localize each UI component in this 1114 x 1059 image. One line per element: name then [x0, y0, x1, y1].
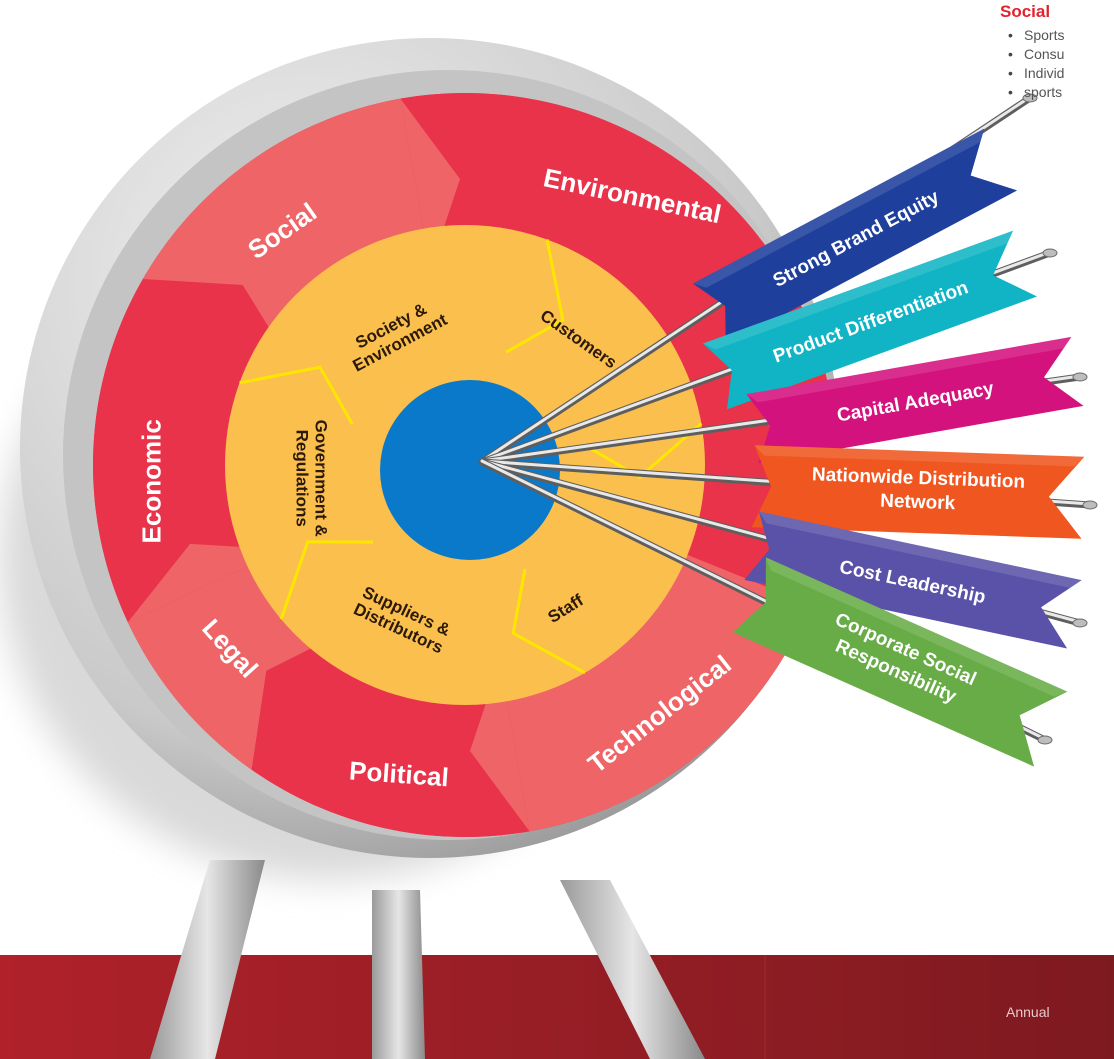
arrow-banner — [692, 128, 1018, 346]
top-note: Social Sports Consu Individ sports — [990, 2, 1114, 102]
outer-segment-technological — [499, 539, 810, 832]
inner-ring-divider — [511, 568, 586, 675]
outer-segment-arrowhead — [469, 661, 530, 832]
outer-segment-arrowhead — [142, 279, 292, 365]
footer-text: Annual — [1006, 1004, 1050, 1020]
bullseye — [380, 380, 560, 560]
target-leg-right — [560, 880, 705, 1059]
arrow-banner-highlight — [692, 128, 985, 288]
arrow-banner-highlight — [746, 336, 1072, 403]
arrow-banner-highlight — [702, 230, 1014, 350]
arrow-banner — [746, 336, 1084, 464]
target-leg-left — [150, 860, 265, 1059]
inner-ring-divider — [582, 422, 703, 480]
strategy-arrow: Cost Leadership — [744, 511, 1082, 649]
outer-segment-arrowhead — [127, 543, 284, 623]
arrow-nock — [1037, 735, 1053, 745]
arrow-banner-highlight — [758, 511, 1082, 588]
outer-segment-label: Political — [348, 755, 450, 792]
inner-ring-divider — [505, 239, 565, 354]
strategy-arrow: Nationwide DistributionNetwork — [751, 445, 1085, 539]
outer-segment-arrowhead — [251, 628, 351, 770]
arrow-nock — [1082, 500, 1098, 510]
top-note-heading: Social — [1000, 2, 1051, 21]
inner-ring-divider — [239, 365, 354, 425]
top-note-item: Individ — [1008, 64, 1114, 83]
outer-segment-arrowhead — [400, 98, 461, 269]
top-note-item: sports — [1008, 83, 1114, 102]
arrow-nock — [1072, 618, 1088, 628]
target-leg-center — [372, 890, 425, 1059]
arrow-banner — [744, 511, 1082, 649]
top-note-item: Consu — [1008, 45, 1114, 64]
top-note-item: Sports — [1008, 26, 1114, 45]
inner-ring-divider — [279, 540, 374, 620]
arrow-banner-highlight — [754, 445, 1085, 467]
arrow-banner — [751, 445, 1085, 539]
arrow-nock — [1042, 248, 1058, 258]
arrow-banner — [702, 230, 1038, 410]
arrow-nock — [1072, 372, 1088, 382]
strategy-arrow: Capital Adequacy — [746, 336, 1084, 464]
arrow-banner — [732, 557, 1068, 767]
arrow-banner-highlight — [765, 557, 1068, 697]
top-note-list: Sports Consu Individ sports — [990, 26, 1114, 102]
outer-segment-label: Economic — [136, 419, 166, 543]
inner-segment-label: Government &Regulations — [293, 420, 331, 537]
